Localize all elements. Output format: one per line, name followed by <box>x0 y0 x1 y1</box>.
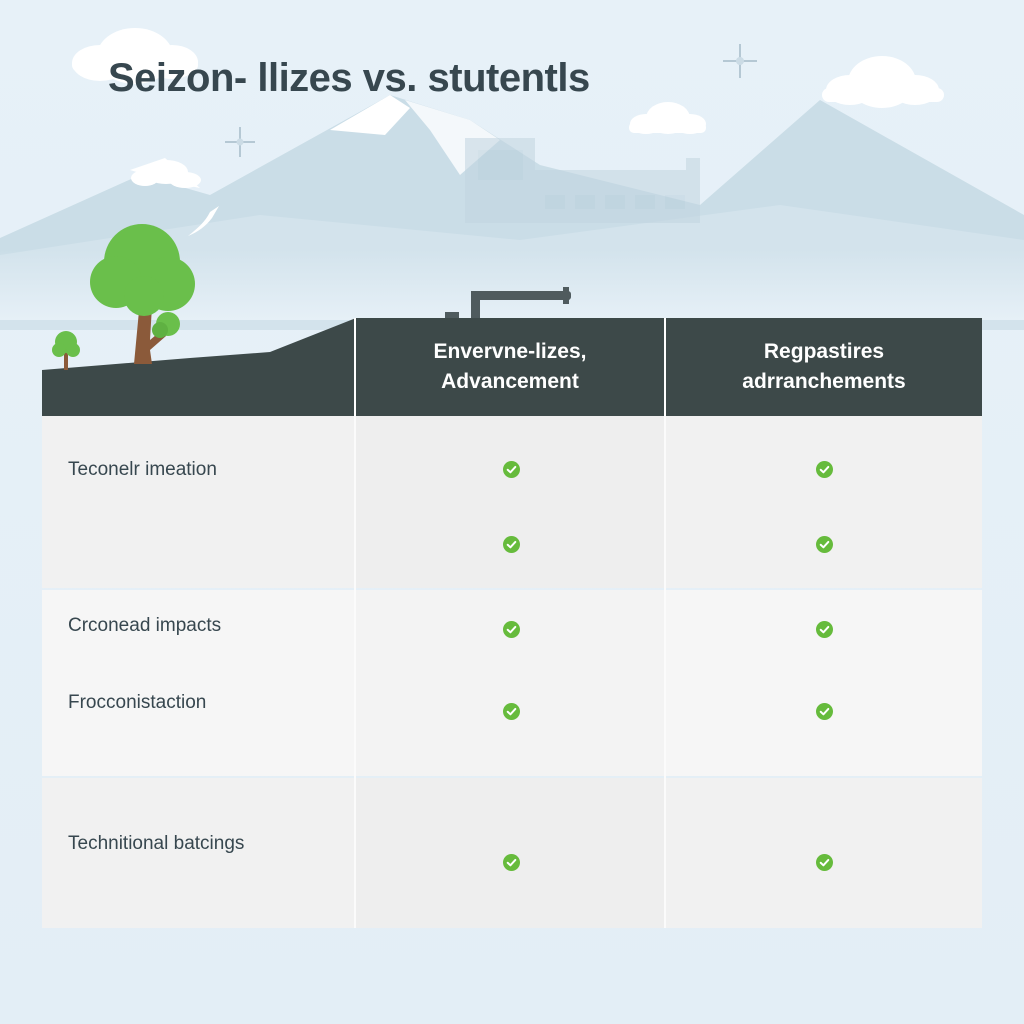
row-label: Crconead impacts <box>68 615 222 636</box>
row-label: Frocconistaction <box>68 692 207 713</box>
cloud-icon <box>629 102 706 134</box>
cloud-icon <box>822 56 944 108</box>
table-row-group <box>42 416 982 588</box>
column-divider <box>354 416 356 928</box>
bird-icon <box>188 206 219 236</box>
cloud-icon <box>72 28 198 84</box>
check-icon <box>815 535 833 553</box>
column-header-2: Regpastires adrranchements <box>742 340 906 393</box>
table-header-band <box>354 318 982 416</box>
check-icon <box>815 702 833 720</box>
page-title: Seizon- llizes vs. stutentls <box>108 56 590 100</box>
table-header: Envervne-lizes, Advancement Regpastires … <box>42 318 982 416</box>
pipe-icon <box>445 287 571 321</box>
tree-icon <box>52 331 80 370</box>
comparison-table: Envervne-lizes, Advancement Regpastires … <box>42 318 982 928</box>
check-icon <box>502 620 520 638</box>
column-header-1: Envervne-lizes, Advancement <box>433 340 587 393</box>
check-icon <box>815 460 833 478</box>
check-icon <box>502 460 520 478</box>
check-icon <box>815 620 833 638</box>
hill <box>42 318 356 416</box>
sparkle-icon <box>225 127 255 157</box>
check-icon <box>502 702 520 720</box>
table-row-group <box>42 778 982 928</box>
row-label: Technitional batcings <box>68 833 245 854</box>
factory-icon <box>465 138 700 223</box>
check-icon <box>502 853 520 871</box>
sparkle-icon <box>723 44 757 78</box>
cloud-icon <box>131 160 201 188</box>
check-icon <box>502 535 520 553</box>
tree-icon <box>90 224 195 364</box>
check-icon <box>815 853 833 871</box>
column-divider <box>664 416 666 928</box>
row-label: Teconelr imeation <box>68 459 217 480</box>
